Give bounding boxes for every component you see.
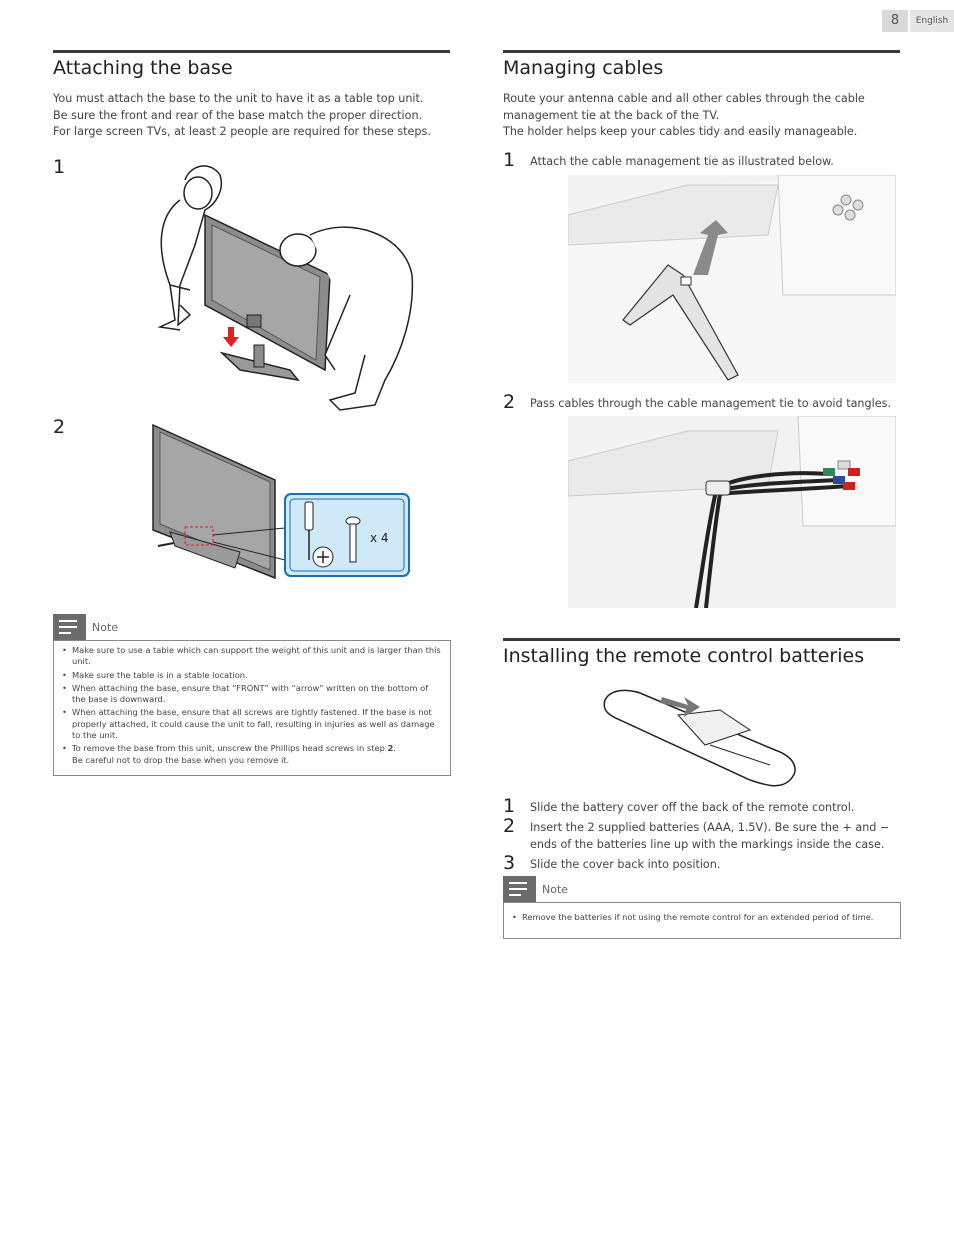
note-icon: [53, 614, 86, 640]
cables-through-tie-illustration: [568, 416, 896, 608]
step-number: 1: [503, 149, 516, 171]
screw-base-to-tv-illustration: x 4: [152, 423, 410, 580]
section-title-remote-batteries: Installing the remote control batteries: [503, 645, 865, 667]
attaching-intro: You must attach the base to the unit to …: [53, 91, 453, 141]
intro-line: For large screen TVs, at least 2 people …: [53, 125, 431, 138]
note-item: Make sure the table is in a stable locat…: [60, 670, 444, 682]
step-number: 2: [53, 416, 66, 438]
step-text: Attach the cable management tie as illus…: [530, 155, 834, 168]
step-number: 3: [503, 852, 516, 874]
step-text: Slide the battery cover off the back of …: [530, 801, 855, 814]
intro-line: management tie at the back of the TV.: [503, 108, 720, 122]
note-item: When attaching the base, ensure that “FR…: [60, 683, 444, 706]
section-rule: [503, 638, 900, 641]
step-number: 2: [503, 815, 516, 837]
section-title-attaching-base: Attaching the base: [53, 57, 233, 79]
section-rule: [503, 50, 900, 53]
note-box-remote: Remove the batteries if not using the re…: [503, 902, 901, 939]
page-header: 8 English: [882, 10, 954, 32]
note-item: When attaching the base, ensure that all…: [60, 707, 444, 741]
note-header: Note: [53, 614, 118, 640]
note-label: Note: [92, 620, 119, 634]
note-header: Note: [503, 876, 568, 902]
note-icon: [503, 876, 536, 902]
remote-control-battery-illustration: [603, 689, 796, 787]
step-text: Insert the 2 supplied batteries (AAA, 1.…: [530, 821, 890, 851]
intro-line: Be sure the front and rear of the base m…: [53, 108, 423, 122]
step-text: Pass cables through the cable management…: [530, 397, 891, 410]
two-people-lifting-tv-illustration: [157, 165, 414, 411]
step-number: 2: [503, 391, 516, 413]
step-text: Slide the cover back into position.: [530, 858, 721, 871]
page-number: 8: [882, 10, 908, 32]
attach-cable-tie-illustration: [568, 175, 896, 383]
note-box-attaching: Make sure to use a table which can suppo…: [53, 640, 451, 776]
note-label: Note: [542, 882, 569, 896]
intro-line: You must attach the base to the unit to …: [53, 92, 424, 105]
section-rule: [53, 50, 450, 53]
language-label: English: [910, 10, 954, 32]
step-number: 1: [503, 795, 516, 817]
note-item: Make sure to use a table which can suppo…: [60, 645, 444, 668]
section-title-managing-cables: Managing cables: [503, 57, 664, 79]
intro-line: The holder helps keep your cables tidy a…: [503, 125, 858, 138]
step-number: 1: [53, 156, 66, 178]
note-item: Remove the batteries if not using the re…: [510, 912, 894, 924]
intro-line: Route your antenna cable and all other c…: [503, 92, 865, 105]
screw-count: x 4: [370, 531, 389, 545]
note-item: To remove the base from this unit, unscr…: [60, 743, 444, 766]
cables-intro: Route your antenna cable and all other c…: [503, 91, 903, 141]
